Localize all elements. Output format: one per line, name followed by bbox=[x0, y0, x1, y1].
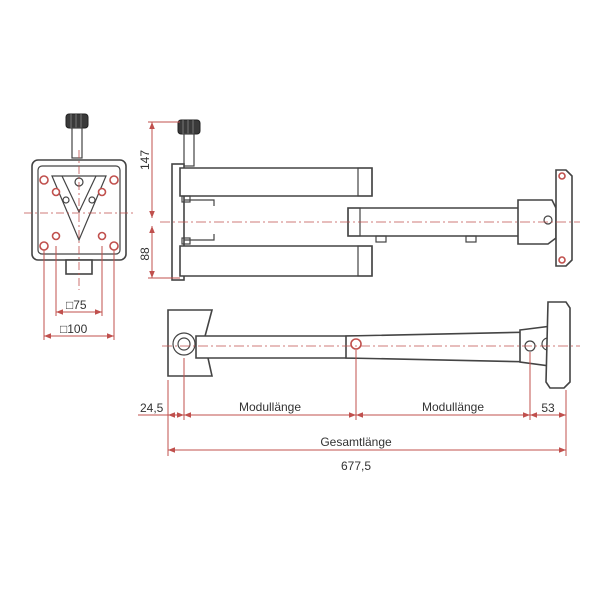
knob-icon bbox=[177, 119, 201, 167]
vesa-hole bbox=[39, 241, 49, 251]
top-view bbox=[138, 301, 580, 456]
dim-offset-right: 53 bbox=[541, 401, 555, 415]
dim-module-length-1: Modullänge bbox=[239, 400, 301, 414]
vesa-hole bbox=[51, 187, 61, 197]
vesa-hole bbox=[97, 187, 107, 197]
dim-vesa-75: □75 bbox=[66, 298, 87, 312]
dim-offset-left: 24,5 bbox=[140, 401, 164, 415]
vesa-hole bbox=[97, 231, 107, 241]
knob-icon bbox=[65, 113, 89, 159]
dim-total-length-value: 677,5 bbox=[341, 459, 371, 473]
dim-total-length-label: Gesamtlänge bbox=[320, 435, 392, 449]
dim-module-length-2: Modullänge bbox=[422, 400, 484, 414]
dim-height-bottom: 88 bbox=[138, 247, 152, 261]
side-view bbox=[148, 119, 580, 281]
vesa-hole bbox=[51, 231, 61, 241]
dim-height-top: 147 bbox=[138, 150, 152, 170]
dim-vesa-100: □100 bbox=[60, 322, 88, 336]
front-view bbox=[24, 113, 134, 340]
vesa-hole bbox=[109, 175, 119, 185]
vesa-hole bbox=[39, 175, 49, 185]
vesa-hole bbox=[109, 241, 119, 251]
